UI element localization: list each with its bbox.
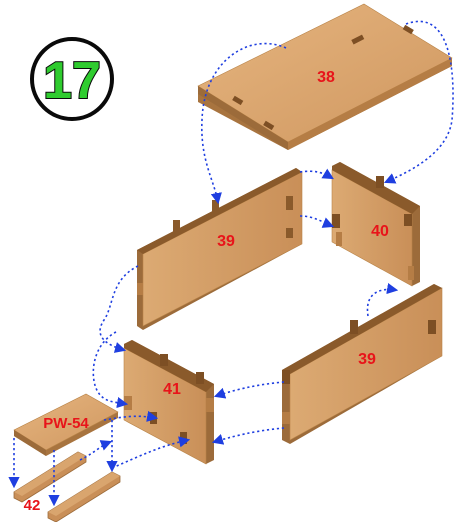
panel-39-front: 39 <box>282 284 443 444</box>
panel-38: 38 <box>197 3 453 150</box>
panel-40: 40 <box>331 162 420 287</box>
label-panel-40: 40 <box>371 223 389 240</box>
panel-pw-54: PW-54 <box>13 393 119 456</box>
panel-41: 41 <box>123 340 214 465</box>
label-slats-42: 42 <box>24 497 41 514</box>
label-panel-39-back: 39 <box>217 233 235 250</box>
panel-39-back: 39 <box>137 168 303 330</box>
assembly-arrows <box>8 20 454 507</box>
step-badge: 17 <box>30 37 114 121</box>
slats-42: 42 <box>13 451 121 522</box>
label-panel-41: 41 <box>163 381 181 398</box>
label-panel-pw-54: PW-54 <box>43 415 89 432</box>
label-panel-39-front: 39 <box>358 351 376 368</box>
label-panel-38: 38 <box>317 69 335 86</box>
step-number: 17 <box>43 52 101 110</box>
step-circle <box>30 37 114 121</box>
